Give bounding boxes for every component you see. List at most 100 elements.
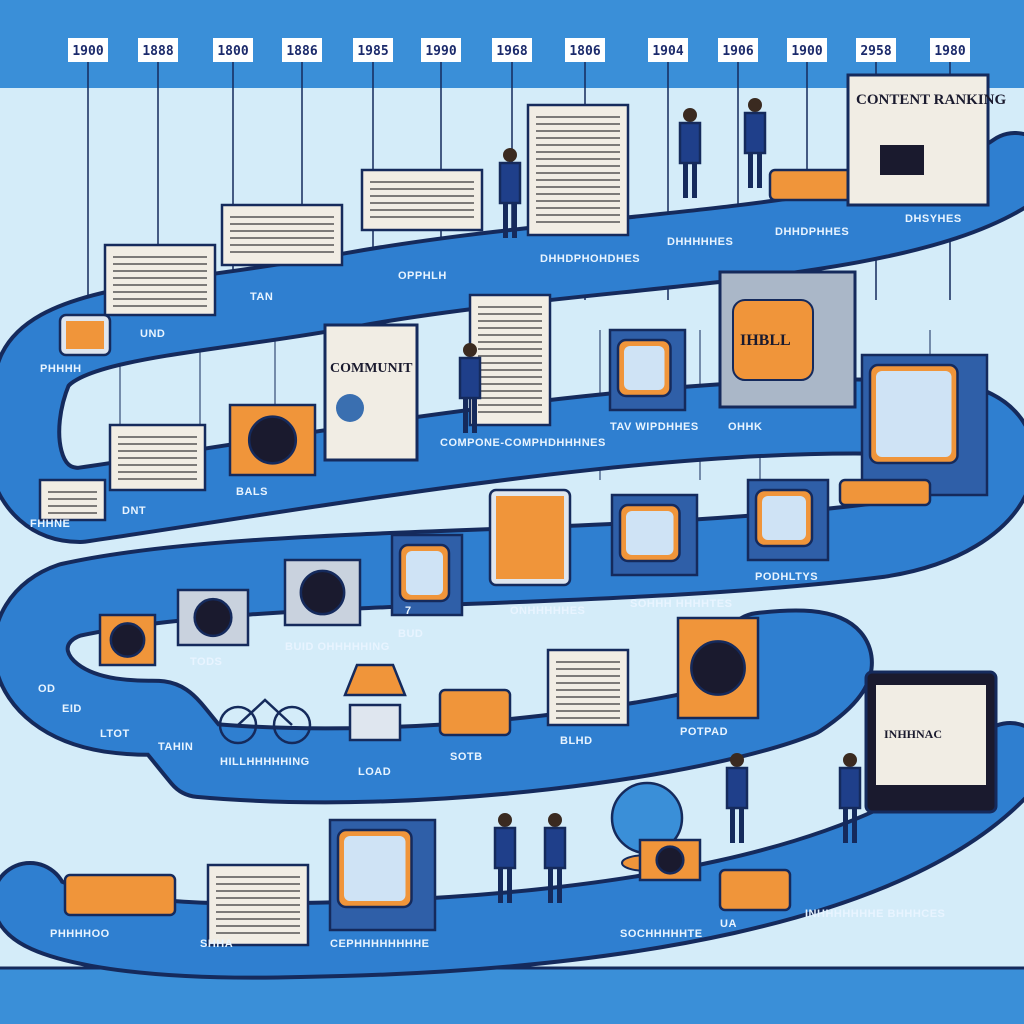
road-label: TAN — [250, 291, 273, 303]
person-object — [543, 813, 567, 903]
year-label: 1888 — [142, 44, 173, 59]
camera-object — [176, 588, 250, 647]
bottom-band — [0, 968, 1024, 1024]
year-label: 1904 — [652, 44, 683, 59]
person-object — [678, 108, 702, 198]
tv-object — [610, 493, 699, 577]
road-label: DHSYHES — [905, 213, 962, 225]
tv-object — [608, 328, 687, 412]
box-object — [638, 838, 702, 882]
year-box — [787, 38, 827, 62]
screen-text: IHBLL — [740, 332, 791, 349]
books-object — [718, 868, 792, 912]
tv-object — [390, 533, 464, 617]
year-label: 2958 — [860, 44, 891, 59]
paper-object — [546, 648, 630, 727]
box-object — [98, 613, 157, 667]
year-box — [648, 38, 688, 62]
year-box — [718, 38, 758, 62]
box-object — [676, 616, 760, 720]
paper-object — [360, 168, 484, 232]
road-label: DHHHHHES — [667, 236, 733, 248]
year-box — [138, 38, 178, 62]
year-label: 1900 — [72, 44, 103, 59]
person-object — [498, 148, 522, 238]
road-label: DHHDPHOHDHES — [540, 253, 640, 265]
road-label: UA — [720, 918, 737, 930]
road-label: BALS — [236, 486, 268, 498]
year-label: 1968 — [496, 44, 527, 59]
tv-object — [860, 353, 989, 497]
camera-object — [283, 558, 362, 627]
year-label: 1985 — [357, 44, 388, 59]
paper-object — [526, 103, 630, 237]
year-label: 1800 — [217, 44, 248, 59]
year-box — [565, 38, 605, 62]
paper-object — [38, 478, 107, 522]
newspaper-content-ranking: CONTENT RANKING — [846, 73, 1006, 207]
year-box — [282, 38, 322, 62]
road-label: FHHNE — [30, 518, 70, 530]
tv-object — [328, 818, 437, 932]
road-label: TODS — [190, 656, 222, 668]
year-box — [68, 38, 108, 62]
road-label: TAHIN — [158, 741, 193, 753]
road-labels: PHHHHUNDTANOPPHLHDHHDPHOHDHESDHHHHHESDHH… — [30, 213, 962, 950]
year-box — [856, 38, 896, 62]
year-box — [492, 38, 532, 62]
road-label: BLHD — [560, 735, 593, 747]
screen-text: INHHNAC — [884, 727, 942, 741]
year-box — [930, 38, 970, 62]
year-label: 1806 — [569, 44, 600, 59]
tablet-object — [58, 313, 112, 357]
paper-object — [220, 203, 344, 267]
headline-text: COMMUNIT — [330, 361, 413, 376]
paper-object — [206, 863, 310, 947]
year-label: 1906 — [722, 44, 753, 59]
road-label: PHHHH — [40, 363, 82, 375]
television-ihbll: IHBLL — [718, 270, 857, 409]
paper-object — [108, 423, 207, 492]
road-label: POTPAD — [680, 726, 728, 738]
road-label: SOTB — [450, 751, 483, 763]
road-label: SOCHHHHHTE — [620, 928, 703, 940]
road-label: DHHDPHHES — [775, 226, 849, 238]
road-label: LOAD — [358, 766, 391, 778]
person-object — [458, 343, 482, 433]
road-label: 7 — [405, 605, 412, 617]
road-label: EID — [62, 703, 82, 715]
year-label: 1886 — [286, 44, 317, 59]
person-object — [838, 753, 862, 843]
tablet-object — [488, 488, 572, 587]
road-label: INHHHHHHHE BHHHCES — [805, 908, 945, 920]
year-label: 1980 — [934, 44, 965, 59]
road-label: SHHA — [200, 938, 233, 950]
road-label: OD — [38, 683, 56, 695]
year-box — [353, 38, 393, 62]
computer-monitor: INHHNAC — [864, 670, 998, 814]
newspaper-communit: COMMUNIT — [323, 323, 419, 462]
road-label: ONHHHHHES — [510, 605, 585, 617]
road-label: COMPONE-COMPHDHHHNES — [440, 437, 606, 449]
lamp-object — [343, 663, 407, 742]
road-label: OPPHLH — [398, 270, 447, 282]
timeline-objects — [38, 98, 989, 947]
bed-object — [63, 873, 177, 917]
road-label: LTOT — [100, 728, 130, 740]
road-label: PHHHHOO — [50, 928, 110, 940]
headline-text: CONTENT RANKING — [856, 92, 1006, 108]
serpentine-road — [0, 131, 1024, 980]
road-label: BUID OHHHHHING — [285, 641, 390, 653]
road-label: PODHLTYS — [755, 571, 818, 583]
road-label: SOHHH HHHHTES — [630, 598, 732, 610]
keyboard-object — [838, 478, 932, 507]
road-label: CEPHHHHHHHHE — [330, 938, 430, 950]
paper-object — [103, 243, 217, 317]
road-label: DNT — [122, 505, 146, 517]
road-label: OHHK — [728, 421, 762, 433]
road-label: HILLHHHHHING — [220, 756, 310, 768]
road-label: BUD — [398, 628, 423, 640]
year-box — [421, 38, 461, 62]
